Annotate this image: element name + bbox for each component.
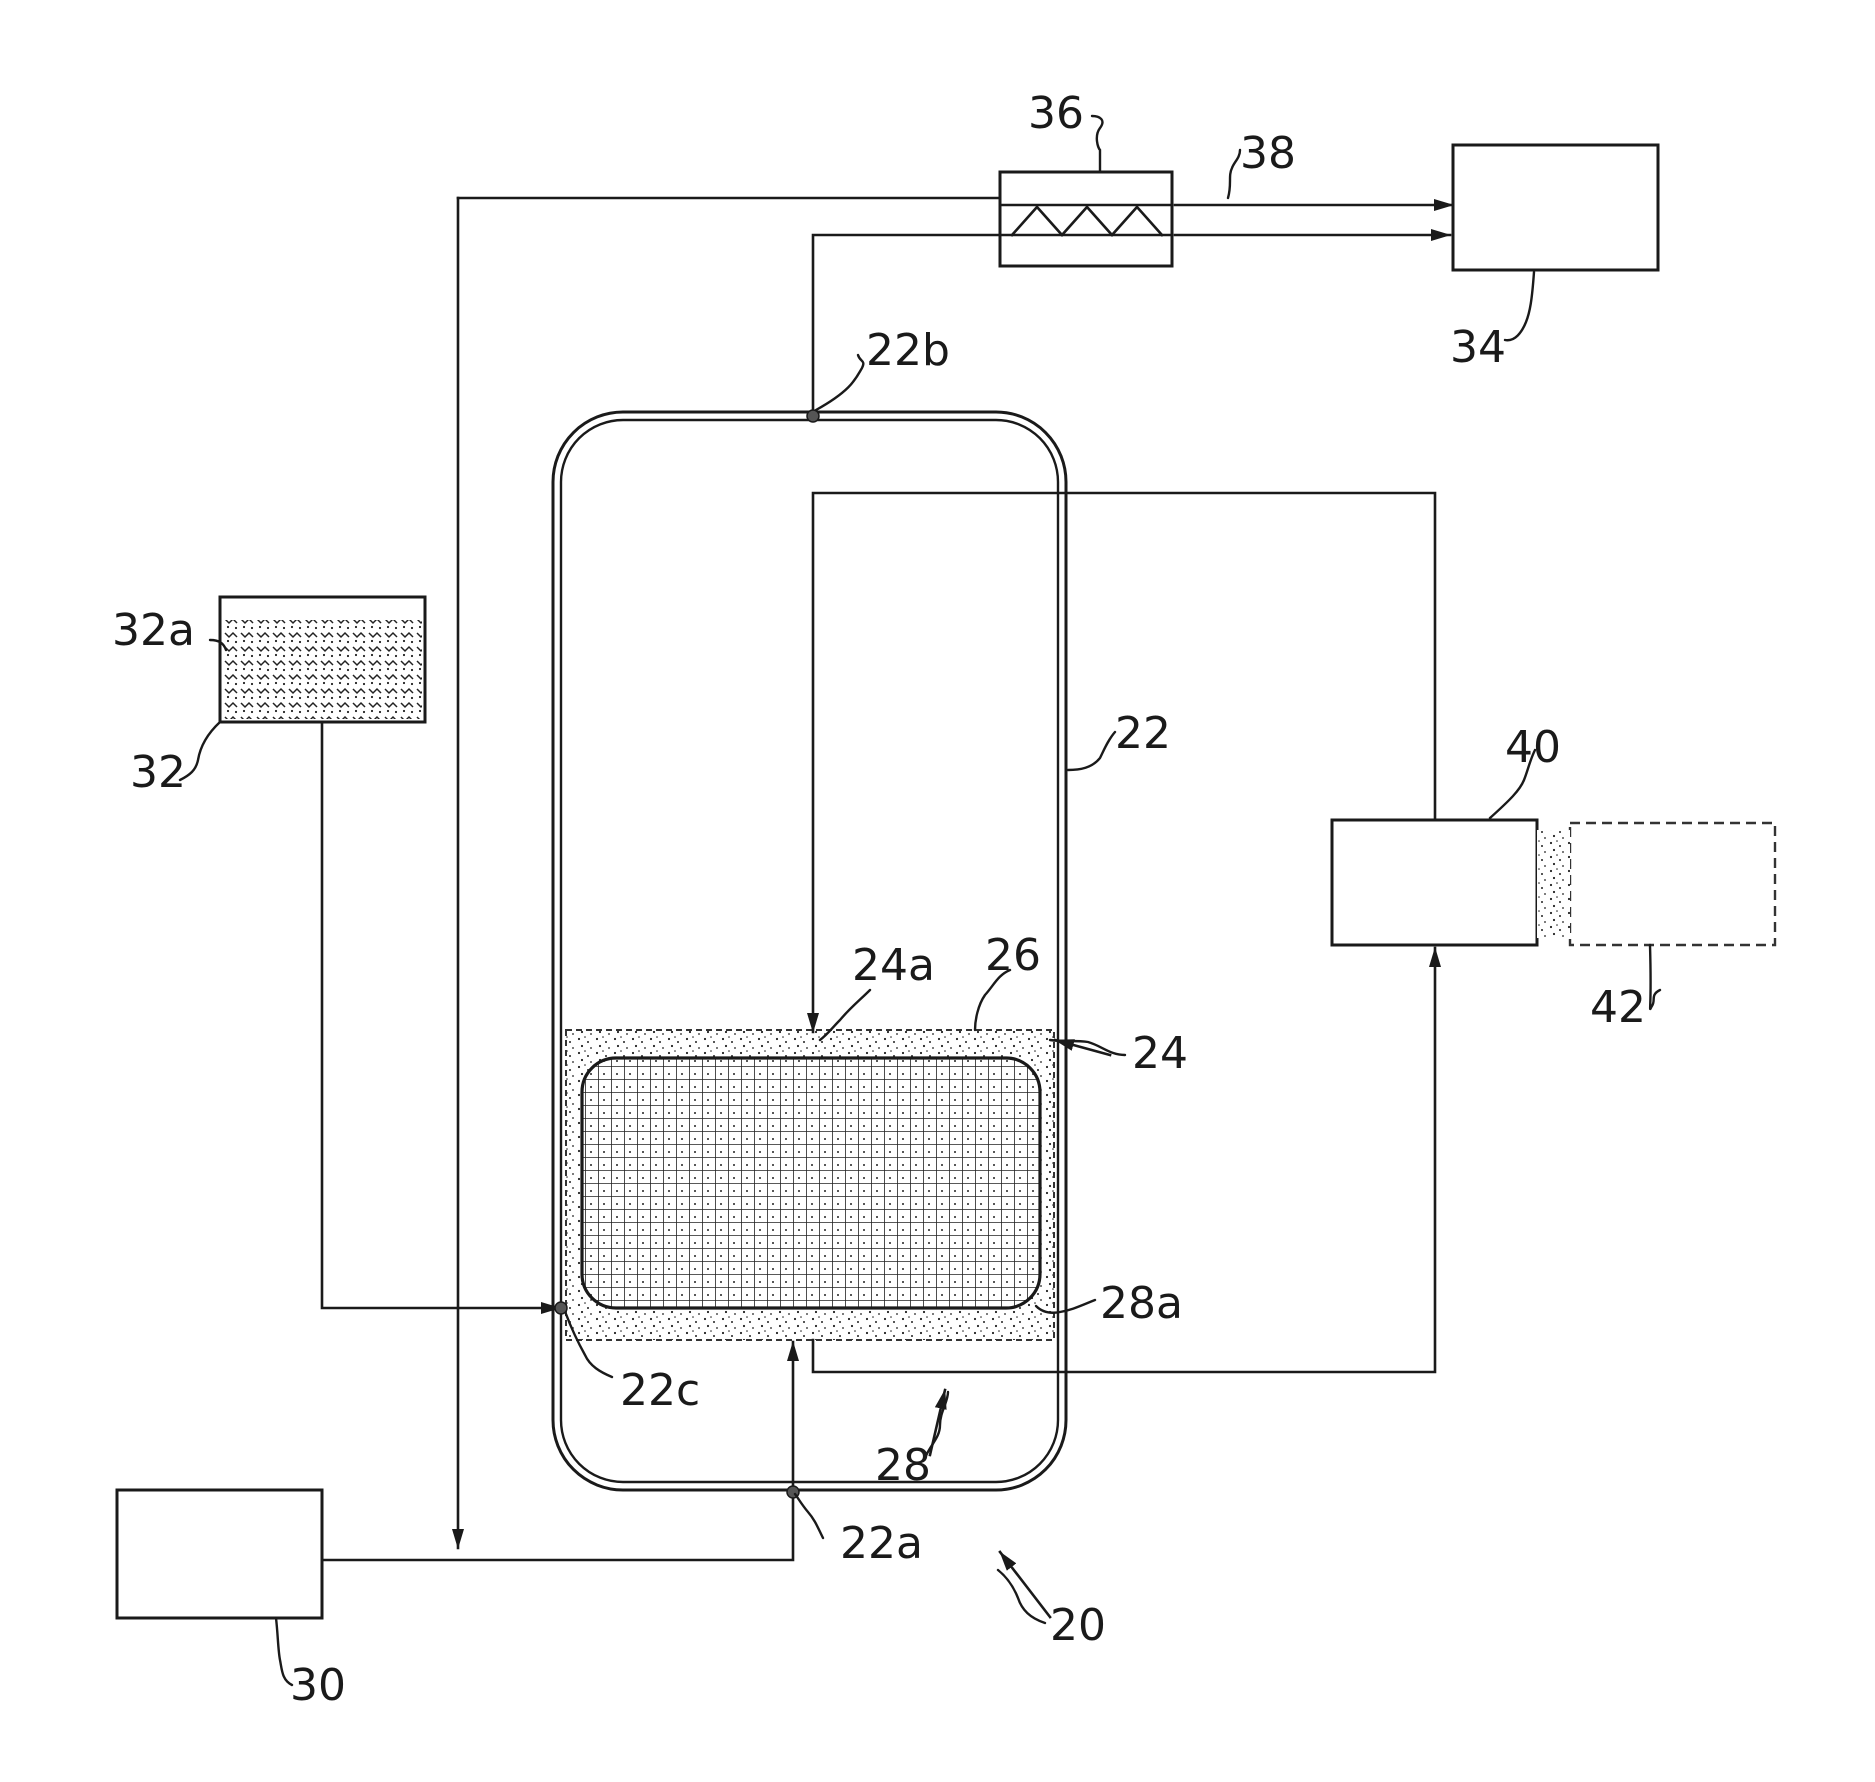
label-32: 32 xyxy=(130,747,186,798)
label-40: 40 xyxy=(1505,722,1561,773)
outlet-node-22b xyxy=(807,410,819,422)
mesh-basket xyxy=(582,1058,1040,1308)
label-22c: 22c xyxy=(620,1365,700,1416)
source-box-30 xyxy=(117,1490,322,1618)
optional-box-42 xyxy=(1570,823,1775,945)
piping xyxy=(322,198,1453,1560)
link-40-42 xyxy=(1537,830,1570,938)
label-24a: 24a xyxy=(852,940,935,991)
heat-exchanger-36 xyxy=(1000,172,1172,266)
label-34: 34 xyxy=(1450,322,1506,373)
arrow-20 xyxy=(1000,1552,1050,1617)
label-22b: 22b xyxy=(866,325,950,376)
side-inlet-node-22c xyxy=(555,1302,567,1314)
label-28a: 28a xyxy=(1100,1278,1183,1329)
label-24: 24 xyxy=(1132,1028,1188,1079)
controller-box-40 xyxy=(1332,820,1537,945)
label-28: 28 xyxy=(875,1440,931,1491)
label-30: 30 xyxy=(290,1660,346,1711)
label-38: 38 xyxy=(1240,128,1296,179)
label-36: 36 xyxy=(1028,88,1084,139)
label-26: 26 xyxy=(985,930,1041,981)
label-22a: 22a xyxy=(840,1518,923,1569)
label-20: 20 xyxy=(1050,1600,1106,1651)
label-42: 42 xyxy=(1590,982,1646,1033)
arrow-28 xyxy=(930,1390,945,1455)
label-32a: 32a xyxy=(112,605,195,656)
label-22: 22 xyxy=(1115,708,1171,759)
reservoir-32 xyxy=(220,597,425,722)
collector-box-34 xyxy=(1453,145,1658,270)
